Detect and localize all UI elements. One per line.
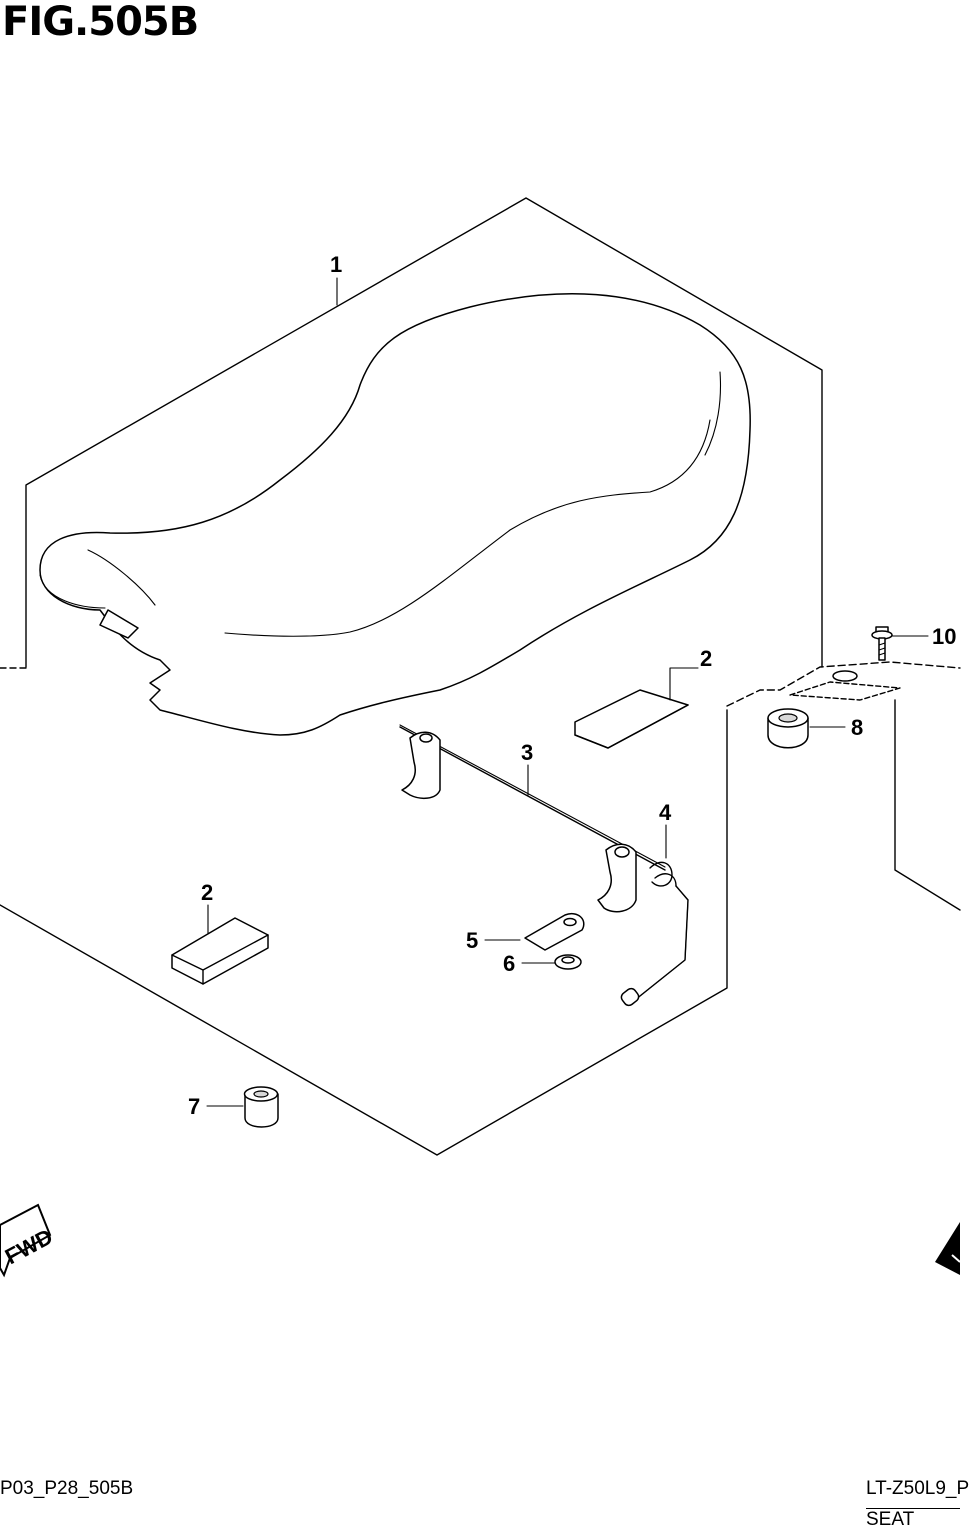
callout-10: 10 bbox=[932, 624, 956, 649]
leader-lines bbox=[206, 277, 929, 1107]
nut-part bbox=[554, 954, 582, 970]
cushion-pad-lower-part bbox=[171, 917, 269, 985]
rubber-cushion-part bbox=[243, 1086, 279, 1128]
seat-lock-rod-part bbox=[399, 724, 666, 913]
figure-code: P03_P28_505B bbox=[0, 1478, 134, 1499]
bolt-part bbox=[871, 626, 893, 661]
callout-2-lower: 2 bbox=[201, 880, 213, 905]
callout-6: 6 bbox=[503, 951, 515, 976]
callout-4: 4 bbox=[659, 800, 672, 825]
assembly-boundary bbox=[0, 197, 961, 1156]
bracket-fragment bbox=[789, 670, 901, 701]
callout-5: 5 bbox=[466, 928, 478, 953]
cushion-pad-upper-part bbox=[574, 689, 689, 749]
callout-1: 1 bbox=[330, 252, 342, 277]
figure-title: FIG.505B bbox=[2, 0, 199, 45]
callout-8: 8 bbox=[851, 715, 863, 740]
callout-7: 7 bbox=[188, 1094, 200, 1119]
model-code: LT-Z50L9_P bbox=[866, 1478, 969, 1499]
figure-caption: SEAT bbox=[866, 1508, 960, 1531]
forward-arrow-icon: FWD bbox=[0, 1203, 57, 1278]
spring-cable-part bbox=[620, 861, 689, 1007]
bushing-part bbox=[767, 708, 809, 749]
callout-2-upper: 2 bbox=[700, 646, 712, 671]
direction-arrow-icon bbox=[935, 1222, 961, 1275]
callout-3: 3 bbox=[521, 740, 533, 765]
plate-part bbox=[524, 913, 585, 951]
seat-part bbox=[39, 293, 751, 736]
